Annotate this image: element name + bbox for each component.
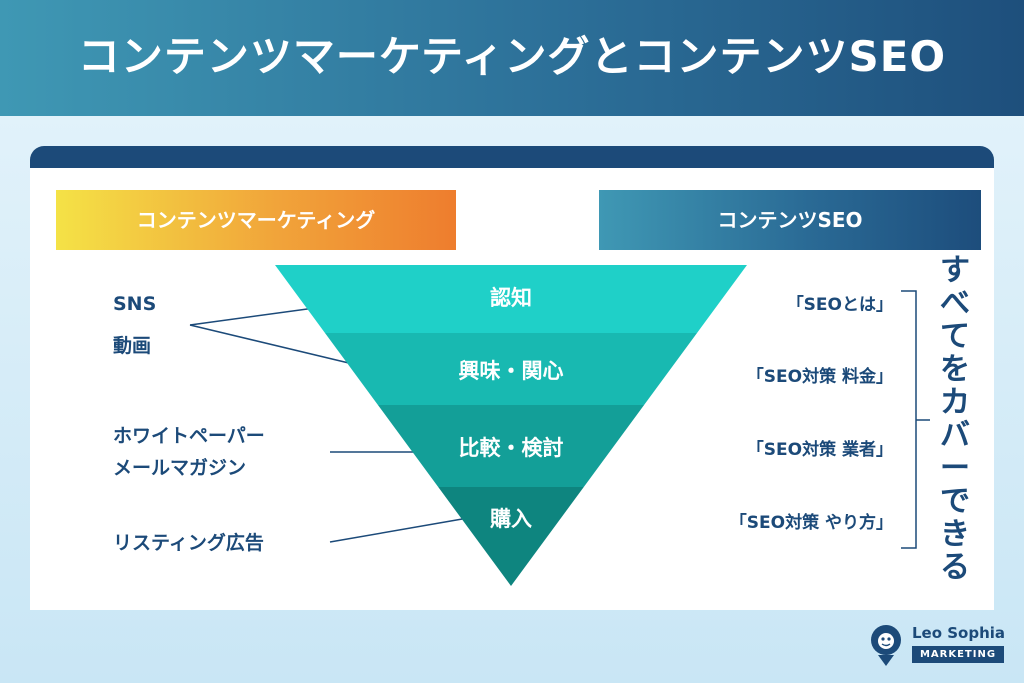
connector-line-purchase	[329, 517, 469, 543]
logo-name: Leo Sophia	[912, 624, 1006, 642]
content-card: コンテンツマーケティング コンテンツSEO	[30, 146, 994, 610]
keyword-seo-toha: 「SEOとは」	[787, 294, 893, 315]
left-label-listing-ads: リスティング広告	[113, 531, 264, 554]
stage-label-comparison: 比較・検討	[459, 436, 564, 460]
lion-icon	[871, 625, 901, 666]
page-title: コンテンツマーケティングとコンテンツSEO	[77, 32, 947, 81]
funnel-layer-interest	[324, 333, 698, 405]
left-label-video: 動画	[113, 335, 151, 357]
vertical-note: すべてをカバーできる	[940, 253, 970, 585]
left-label-whitepaper: ホワイトペーパー	[113, 425, 265, 447]
header-banner: コンテンツマーケティングとコンテンツSEO	[0, 0, 1024, 116]
connector-line-interest	[189, 324, 379, 371]
card-top-bar	[30, 146, 994, 168]
keyword-seo-howto: 「SEO対策 やり方」	[730, 512, 893, 533]
badge-content-seo: コンテンツSEO	[599, 190, 981, 250]
left-label-newsletter: メールマガジン	[113, 457, 246, 479]
brand-logo: Leo Sophia MARKETING	[866, 622, 1006, 672]
logo-subtitle: MARKETING	[912, 646, 1004, 663]
funnel-layer-awareness	[275, 265, 747, 333]
keywords-bracket	[901, 290, 930, 549]
connector-line-awareness	[189, 306, 323, 326]
keyword-seo-vendor: 「SEO対策 業者」	[747, 439, 893, 460]
stage-label-purchase: 購入	[489, 507, 532, 531]
keyword-seo-cost: 「SEO対策 料金」	[747, 366, 893, 387]
left-label-sns: SNS	[113, 293, 156, 315]
funnel-layer-purchase	[438, 487, 584, 586]
stage-label-interest: 興味・関心	[459, 359, 564, 383]
funnel-layer-comparison	[377, 405, 645, 487]
stage-label-awareness: 認知	[490, 286, 532, 310]
badge-content-marketing: コンテンツマーケティング	[56, 190, 456, 250]
